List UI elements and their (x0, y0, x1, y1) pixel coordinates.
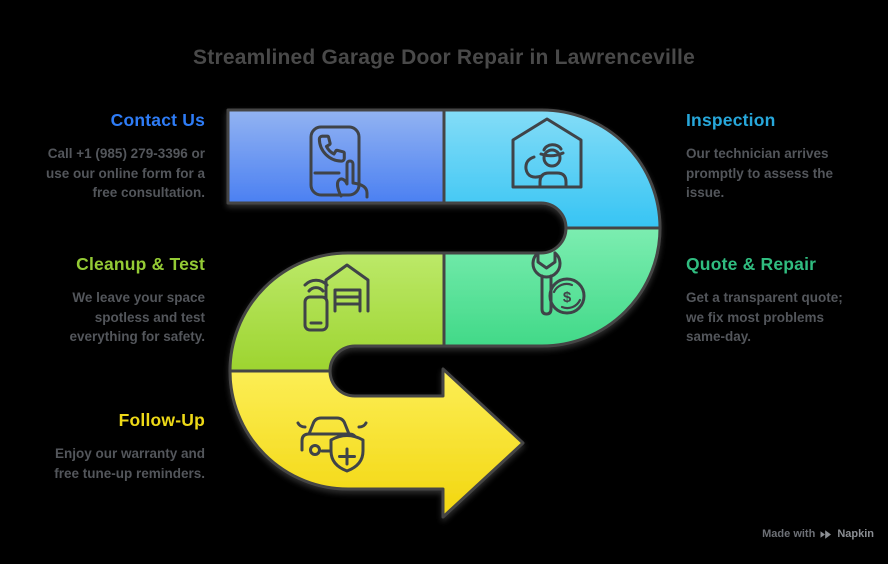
napkin-brand-label: Napkin (837, 528, 874, 540)
step-inspection: Inspection Our technician arrives prompt… (686, 110, 858, 203)
step-contact-us: Contact Us Call +1 (985) 279-3396 or use… (28, 110, 205, 203)
segment-cleanup-test (228, 251, 446, 373)
step-description-follow-up: Enjoy our warranty and free tune-up remi… (54, 446, 205, 481)
segment-contact-us (226, 108, 446, 205)
step-follow-up: Follow-Up Enjoy our warranty and free tu… (28, 410, 205, 483)
wrench-dollar-icon: $ (531, 251, 586, 316)
step-title-contact-us: Contact Us (110, 110, 205, 130)
made-with-label: Made with (762, 528, 816, 540)
step-title-cleanup-test: Cleanup & Test (76, 254, 205, 274)
page-title: Streamlined Garage Door Repair in Lawren… (193, 46, 695, 69)
step-description-inspection: Our technician arrives promptly to asses… (686, 146, 834, 201)
dollar-symbol: $ (563, 289, 572, 306)
step-quote-repair: Quote & Repair Get a transparent quote; … (686, 254, 858, 347)
step-description-cleanup-test: We leave your space spotless and test ev… (69, 290, 205, 345)
segment-follow-up-arrow (228, 367, 525, 519)
step-description-quote-repair: Get a transparent quote; we fix most pro… (686, 290, 843, 345)
made-with-napkin-badge[interactable]: Made with Napkin (762, 528, 874, 540)
napkin-logo-icon (820, 529, 832, 539)
step-title-inspection: Inspection (686, 110, 776, 130)
step-description-contact-us: Call +1 (985) 279-3396 or use our online… (45, 146, 205, 201)
step-cleanup-test: Cleanup & Test We leave your space spotl… (28, 254, 205, 347)
car-shield-icon (296, 416, 368, 473)
phone-call-icon (309, 125, 369, 199)
technician-house-icon (511, 117, 583, 189)
step-title-follow-up: Follow-Up (118, 410, 205, 430)
segment-inspection (442, 108, 662, 230)
remote-garage-icon (303, 263, 370, 332)
step-title-quote-repair: Quote & Repair (686, 254, 817, 274)
flow-path (226, 108, 662, 519)
